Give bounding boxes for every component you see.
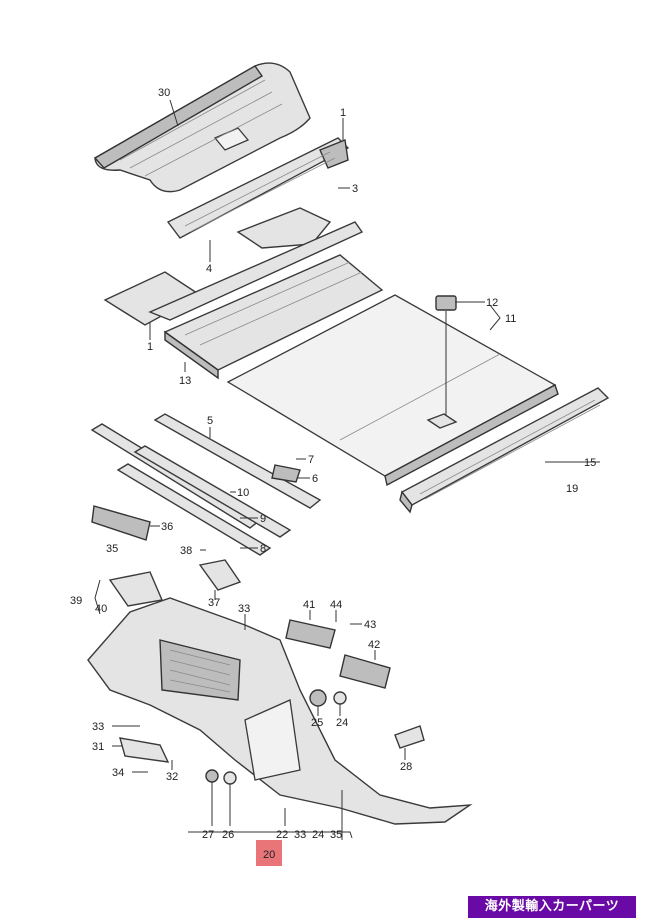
callout-label: 13 <box>179 375 191 387</box>
shop-banner: 海外製輸入カーパーツ <box>468 896 636 918</box>
callout-labels: 30 1 3 4 12 11 1 13 5 7 6 10 15 19 9 36 … <box>70 87 596 861</box>
callout-label: 43 <box>364 619 376 631</box>
callout-label: 35 <box>106 543 118 555</box>
callout-label: 33 <box>238 603 250 615</box>
callout-label: 22 <box>276 829 288 841</box>
callout-label: 15 <box>584 457 596 469</box>
callout-label: 42 <box>368 639 380 651</box>
luggage-floor-panel <box>226 294 559 487</box>
callout-label: 24 <box>336 717 348 729</box>
side-rails <box>90 413 322 591</box>
callout-label: 33 <box>92 721 104 733</box>
callout-label: 25 <box>311 717 323 729</box>
callout-label: 19 <box>566 483 578 495</box>
side-trim-panel <box>87 571 473 825</box>
sill-plate <box>399 387 610 514</box>
callout-label: 33 <box>294 829 306 841</box>
callout-label: 20 <box>263 849 275 861</box>
callout-label: 5 <box>207 415 213 427</box>
callout-label: 1 <box>340 107 346 119</box>
highlight-marker <box>256 840 282 866</box>
callout-label: 8 <box>260 543 266 555</box>
callout-label: 9 <box>260 513 266 525</box>
rear-trim-rail <box>166 137 350 239</box>
callout-label: 32 <box>166 771 178 783</box>
callout-label: 44 <box>330 599 342 611</box>
callout-label: 24 <box>312 829 324 841</box>
callout-label: 31 <box>92 741 104 753</box>
leader-lines <box>94 99 501 840</box>
callout-label: 4 <box>206 263 212 275</box>
callout-label: 11 <box>505 313 516 325</box>
callout-label: 37 <box>208 597 220 609</box>
callout-label: 40 <box>95 603 107 615</box>
callout-label: 12 <box>486 297 498 309</box>
floor-side-panels <box>103 207 364 326</box>
callout-label: 34 <box>112 767 124 779</box>
callout-label: 30 <box>158 87 170 99</box>
callout-label: 26 <box>222 829 234 841</box>
floor-board-strip <box>163 254 384 380</box>
luggage-cover-roll <box>93 62 311 193</box>
callout-label: 27 <box>202 829 214 841</box>
callout-label: 41 <box>303 599 315 611</box>
callout-label: 6 <box>312 473 318 485</box>
callout-label: 38 <box>180 545 192 557</box>
callout-label: 36 <box>161 521 173 533</box>
callout-label: 10 <box>237 487 249 499</box>
callout-label: 39 <box>70 595 82 607</box>
small-parts <box>119 619 425 785</box>
callout-label: 7 <box>308 454 314 466</box>
callout-label: 28 <box>400 761 412 773</box>
callout-label: 1 <box>147 341 153 353</box>
callout-label: 35 <box>330 829 342 841</box>
callout-label: 3 <box>352 183 358 195</box>
